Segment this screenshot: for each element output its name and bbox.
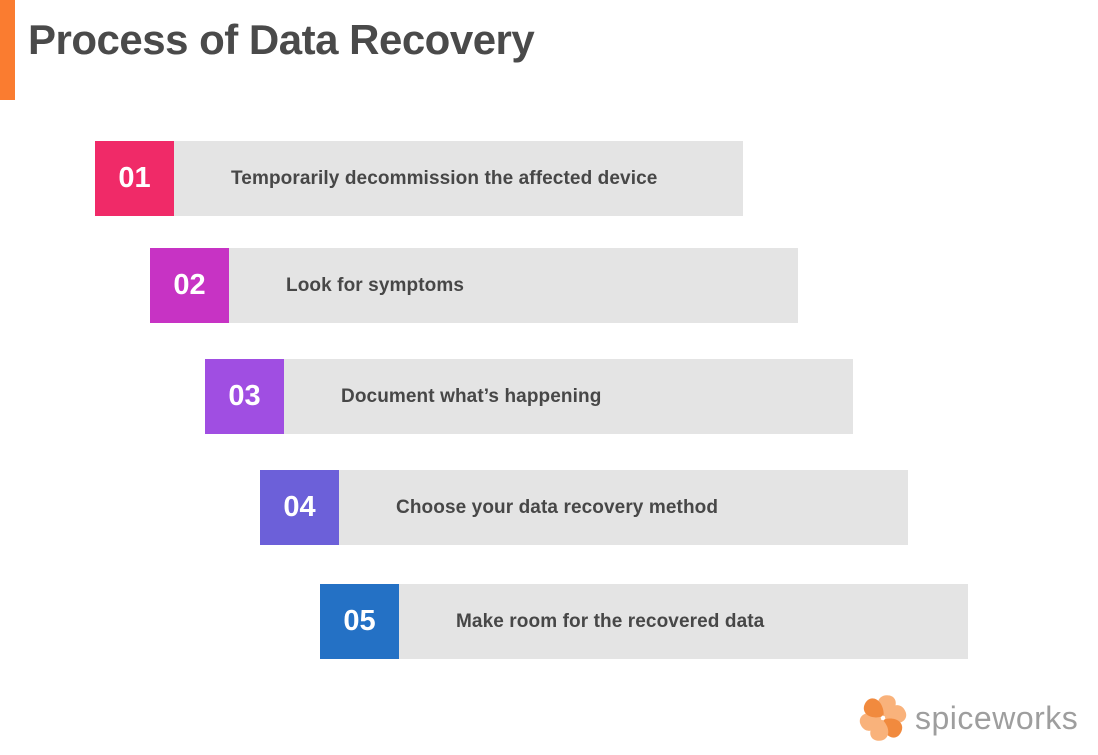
spiceworks-logo: spiceworks — [856, 690, 1078, 746]
step-label-bar: Look for symptoms — [229, 248, 798, 323]
process-step-5: 05 Make room for the recovered data — [320, 584, 968, 659]
process-step-1: 01 Temporarily decommission the affected… — [95, 141, 743, 216]
step-label-bar: Choose your data recovery method — [339, 470, 908, 545]
step-label-bar: Temporarily decommission the affected de… — [174, 141, 743, 216]
process-step-4: 04 Choose your data recovery method — [260, 470, 908, 545]
page-title: Process of Data Recovery — [28, 16, 535, 63]
step-number-badge: 01 — [95, 141, 174, 216]
step-label-bar: Make room for the recovered data — [399, 584, 968, 659]
step-number-badge: 05 — [320, 584, 399, 659]
step-label: Look for symptoms — [286, 274, 464, 296]
step-label: Temporarily decommission the affected de… — [231, 167, 658, 189]
spiceworks-logo-text: spiceworks — [915, 699, 1079, 736]
step-label: Document what’s happening — [341, 385, 602, 407]
process-step-2: 02 Look for symptoms — [150, 248, 798, 323]
title-accent-bar — [0, 0, 15, 100]
step-label: Choose your data recovery method — [396, 496, 719, 518]
step-number-badge: 03 — [205, 359, 284, 434]
step-label: Make room for the recovered data — [456, 610, 765, 632]
process-step-3: 03 Document what’s happening — [205, 359, 853, 434]
spiceworks-pinwheel-icon — [859, 695, 907, 741]
step-number-badge: 04 — [260, 470, 339, 545]
step-label-bar: Document what’s happening — [284, 359, 853, 434]
pinwheel-petal — [863, 698, 884, 718]
step-number-badge: 02 — [150, 248, 229, 323]
